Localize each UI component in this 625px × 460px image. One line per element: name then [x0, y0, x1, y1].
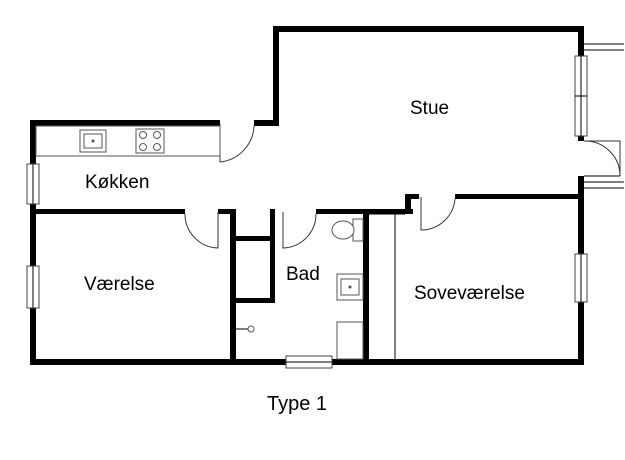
door-balcony — [583, 140, 621, 177]
wall-stue-left — [273, 26, 279, 126]
wall-step — [254, 120, 279, 126]
kitchen-fixtures — [35, 125, 221, 157]
room-label-bad: Bad — [286, 264, 320, 285]
wall-right-d — [578, 302, 584, 365]
wall-vaerelse-right — [230, 209, 236, 365]
plan-caption: Type 1 — [267, 393, 327, 415]
wall-left-b — [30, 204, 36, 266]
door-bad — [282, 212, 317, 249]
room-label-stue: Stue — [410, 98, 449, 119]
door-sovevaerelse — [420, 197, 456, 231]
kitchen-counter — [35, 125, 221, 157]
wall-kokken-vaerelse — [30, 209, 185, 214]
wall-right-b — [578, 136, 584, 141]
drain-icon — [247, 325, 255, 333]
doors — [184, 124, 621, 249]
bathroom-cabinet — [336, 321, 364, 360]
wall-stue-sove — [455, 194, 584, 199]
wall-left-a — [30, 120, 36, 164]
wall-right-a — [578, 26, 584, 56]
door-vaerelse — [184, 212, 219, 249]
wall-stue-step — [405, 194, 411, 214]
wall-right-c — [578, 176, 584, 254]
room-label-kokken: Køkken — [85, 172, 149, 193]
bathroom-fixtures — [236, 218, 364, 360]
wall-left-c — [30, 308, 36, 365]
wall-bad-right — [363, 209, 369, 365]
wall-closet-bottom — [230, 298, 275, 303]
wall-top-stue — [273, 26, 584, 32]
wall-bottom-a — [30, 359, 286, 365]
windows — [26, 43, 624, 369]
door-kokken — [219, 124, 255, 163]
wall-closet-right — [270, 209, 275, 302]
wall-closet-top — [230, 236, 275, 241]
room-label-vaerelse: Værelse — [84, 274, 155, 295]
wall-bottom-b — [332, 359, 584, 365]
interior-walls — [30, 194, 584, 365]
wall-top-kokken — [30, 120, 220, 126]
toilet-icon — [331, 220, 355, 240]
room-label-sovevaerelse: Soveværelse — [414, 283, 525, 304]
exterior-walls — [30, 26, 584, 365]
